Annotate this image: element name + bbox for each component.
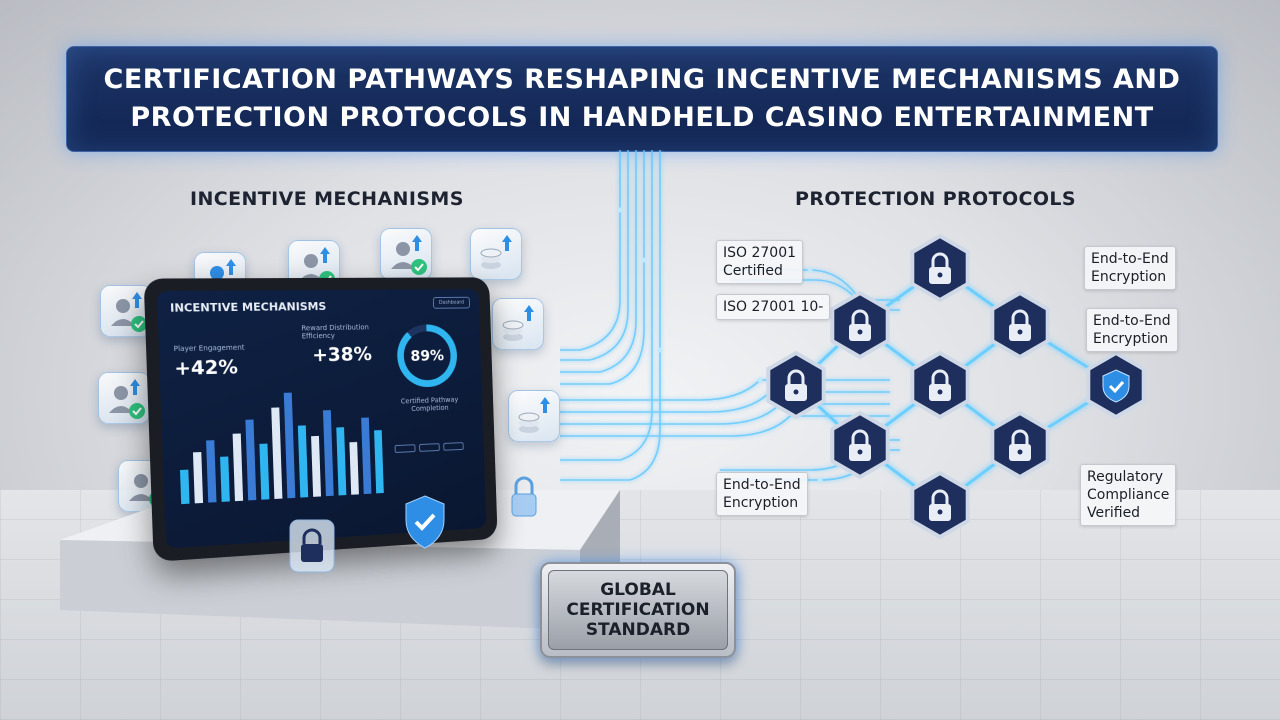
chart-bar — [311, 435, 322, 497]
engagement-label: Player Engagement — [173, 343, 245, 354]
regulatory-callout: Regulatory Compliance Verified — [1080, 464, 1177, 526]
padlock-icon — [830, 290, 890, 360]
shield-check-icon — [405, 495, 445, 549]
chart-bar — [336, 427, 347, 496]
chart-bar — [192, 452, 204, 504]
callout-text: End-to-End — [1091, 251, 1169, 267]
global-certification-badge: Global Certification Standard — [540, 562, 736, 658]
chart-bar — [245, 419, 257, 501]
callout-text: Encryption — [723, 495, 799, 511]
chart-bar — [283, 392, 296, 499]
padlock-icon — [990, 290, 1050, 360]
callout-text: Verified — [1087, 505, 1141, 521]
chart-bar — [220, 456, 230, 502]
screen-mini-button[interactable] — [419, 443, 440, 452]
callout-text: Encryption — [1091, 269, 1167, 285]
badge-plate: Global Certification Standard — [548, 570, 728, 650]
padlock-icon — [511, 476, 537, 517]
screen-mini-button[interactable] — [443, 442, 464, 451]
protection-hex-network — [766, 233, 1146, 540]
chart-bar — [206, 440, 217, 503]
chart-bar — [322, 409, 335, 497]
engagement-value: +42% — [173, 355, 239, 381]
callout-text: ISO 27001 — [723, 245, 797, 261]
callout-text: ISO 27001 10- — [723, 299, 824, 315]
iso-short-callout: ISO 27001 10- — [716, 294, 831, 320]
protection-section-title: Protection Protocols — [795, 188, 1076, 210]
title-line-2: Protection Protocols in Handheld Casino … — [130, 102, 1154, 133]
user-upgrade-icon — [100, 285, 152, 337]
callout-text: Encryption — [1093, 331, 1169, 347]
reward-value: +38% — [311, 343, 373, 367]
dashboard-button[interactable]: Dashboard — [432, 296, 471, 309]
title-banner: Certification Pathways Reshaping Incenti… — [66, 46, 1218, 152]
screen-title: Incentive Mechanisms — [169, 299, 327, 315]
chart-bar — [374, 430, 384, 494]
badge-line-3: Standard — [585, 620, 691, 640]
padlock-icon — [289, 519, 335, 573]
shield-check-icon — [1086, 350, 1146, 420]
padlock-icon — [910, 233, 970, 303]
encryption-callout-mid: End-to-End Encryption — [1086, 308, 1178, 352]
screen-mini-button[interactable] — [394, 444, 416, 453]
badge-line-2: Certification — [566, 600, 710, 620]
callout-text: Compliance — [1087, 487, 1170, 503]
padlock-icon — [910, 350, 970, 420]
chart-bar — [361, 417, 372, 495]
user-upgrade-icon — [98, 372, 150, 424]
chart-bar — [349, 441, 359, 495]
callout-text: End-to-End — [1093, 313, 1171, 329]
padlock-icon — [766, 350, 826, 420]
padlock-icon — [990, 410, 1050, 480]
engagement-bar-chart — [179, 392, 384, 505]
ring-caption: Certified Pathway Completion — [400, 395, 459, 413]
iso-certified-callout: ISO 27001 Certified — [716, 240, 804, 284]
encryption-callout-bottom: End-to-End Encryption — [716, 472, 808, 516]
tablet-screen: Incentive Mechanisms Dashboard Player En… — [156, 288, 487, 549]
padlock-icon — [910, 470, 970, 540]
padlock-icon — [830, 410, 890, 480]
coin-stack-icon — [508, 390, 560, 442]
chart-bar — [259, 443, 270, 500]
callout-text: End-to-End — [723, 477, 801, 493]
chart-bar — [179, 469, 190, 505]
encryption-callout-top: End-to-End Encryption — [1084, 246, 1176, 290]
chart-bar — [232, 433, 244, 502]
coin-stack-icon — [492, 298, 544, 350]
callout-text: Certified — [723, 263, 783, 279]
badge-line-1: Global — [600, 580, 676, 600]
chart-bar — [271, 407, 283, 500]
ring-value: 89% — [403, 330, 452, 381]
coin-stack-icon — [470, 228, 522, 280]
user-upgrade-icon — [380, 228, 432, 280]
tablet-device: Incentive Mechanisms Dashboard Player En… — [143, 277, 498, 562]
incentive-section-title: Incentive Mechanisms — [190, 188, 464, 210]
title-line-1: Certification Pathways Reshaping Incenti… — [103, 64, 1181, 95]
reward-label: Reward Distribution Efficiency — [301, 323, 369, 341]
chart-bar — [297, 425, 309, 498]
callout-text: Regulatory — [1087, 469, 1164, 485]
completion-ring: 89% — [396, 324, 458, 388]
